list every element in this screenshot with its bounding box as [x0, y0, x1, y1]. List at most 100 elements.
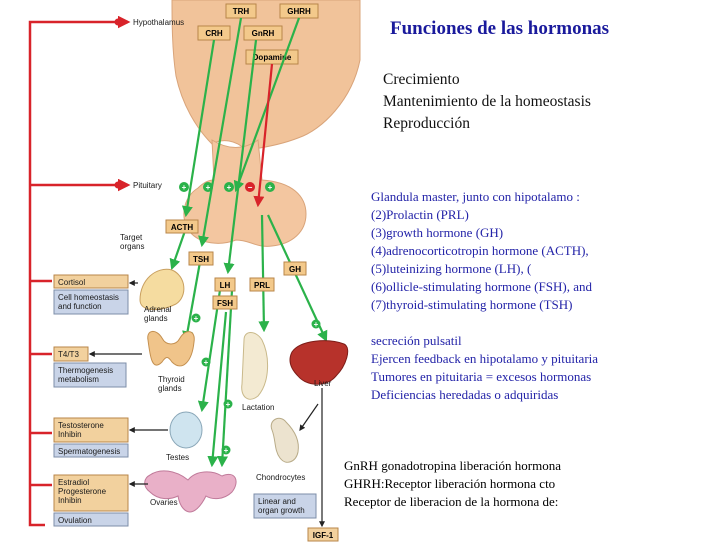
sign-plus-thyroid: +: [201, 357, 211, 367]
pituitary-note: (3)growth hormone (GH): [371, 225, 504, 240]
sign-plus-liver: +: [311, 319, 321, 329]
regulation-note: Tumores en pituitaria = excesos hormonas: [371, 369, 592, 384]
abbreviation-line: GHRH:Receptor liberación hormona cto: [344, 476, 556, 491]
svg-text:+: +: [314, 320, 319, 329]
function-item: Mantenimiento de la homeostasis: [383, 93, 591, 110]
product-box-igf1: IGF-1: [307, 527, 339, 542]
hormone-box-prl: PRL: [249, 277, 275, 292]
sign-plus-1: +: [179, 182, 189, 192]
product-box-t4t3: T4/T3: [53, 346, 89, 362]
effect-box-ovaries: Ovulation: [53, 512, 129, 527]
hormone-box-fsh: FSH: [212, 295, 238, 310]
svg-text:+: +: [227, 183, 232, 192]
product-label-t4t3: T4/T3: [58, 350, 79, 359]
hormone-box-ghrh: GHRH: [279, 3, 319, 19]
svg-text:+: +: [194, 314, 199, 323]
arrow-crh-acth: [181, 39, 216, 218]
abbreviation-line: GnRH gonadotropina liberación hormona: [344, 458, 561, 473]
pituitary-note: (2)Prolactin (PRL): [371, 207, 469, 222]
ovaries-shape: [144, 470, 237, 513]
inhibit-dot-pituitary: [114, 181, 122, 189]
hormone-box-trh: TRH: [225, 3, 257, 19]
pituitary-label: Pituitary: [133, 181, 162, 190]
pituitary-note: Glandula master, junto con hipotalamo :: [371, 189, 580, 204]
sign-plus-ovaries: +: [221, 445, 231, 455]
hypothalamus-label: Hypothalamus: [133, 18, 184, 27]
pituitary-note: (6)ollicle-stimulating hormone (FSH), an…: [371, 279, 592, 294]
arrow-lh-ovaries: [217, 289, 234, 468]
product-label-cortisol: Cortisol: [58, 278, 85, 287]
breast-shape: [241, 332, 268, 400]
testes-shape: [169, 411, 203, 449]
sign-plus-3: +: [224, 182, 234, 192]
functions-list: Crecimiento Mantenimiento de la homeosta…: [383, 69, 591, 135]
liver-shape: [289, 340, 349, 385]
organ-label-liver: Liver: [314, 379, 332, 388]
hormone-box-acth: ACTH: [165, 219, 199, 234]
hormone-box-gnrh: GnRH: [243, 25, 283, 41]
hormone-label-lh: LH: [220, 281, 231, 290]
hormone-box-tsh: TSH: [188, 251, 214, 266]
arrow-dopamine-prl: [253, 63, 274, 208]
hormone-label-prl: PRL: [254, 281, 270, 290]
hormone-label-gnrh: GnRH: [252, 29, 275, 38]
pituitary-notes: Glandula master, junto con hipotalamo : …: [371, 188, 598, 404]
effect-label-testes: Spermatogenesis: [58, 447, 120, 456]
arrow-tsh-thyroid: [182, 261, 202, 343]
pituitary-note: (7)thyroid-stimulating hormone (TSH): [371, 297, 573, 312]
chondrocyte-bone-shape: [270, 417, 299, 463]
hormone-box-gh: GH: [283, 261, 307, 276]
hormone-label-crh: CRH: [205, 29, 223, 38]
hormone-label-acth: ACTH: [171, 223, 193, 232]
function-item: Crecimiento: [383, 71, 460, 88]
regulation-note: Ejercen feedback en hipotalamo y pituita…: [371, 351, 599, 366]
product-label-igf1: IGF-1: [313, 531, 334, 540]
organ-label-ovaries: Ovaries: [150, 498, 178, 507]
abbreviations: GnRH gonadotropina liberación hormona GH…: [344, 457, 561, 511]
feedback-loop-line: [28, 15, 131, 527]
hormone-label-gh: GH: [289, 265, 301, 274]
arrow-acth-adrenal: [169, 227, 188, 271]
hormone-label-ghrh: GHRH: [287, 7, 311, 16]
pituitary-note: (5)luteinizing hormone (LH), (: [371, 261, 532, 276]
hormone-label-tsh: TSH: [193, 255, 209, 264]
inhibit-dot-hypothalamus: [114, 18, 122, 26]
arrow-gh-liver: [267, 214, 328, 342]
svg-text:+: +: [226, 400, 231, 409]
arrow-igf1-chondrocytes: [299, 403, 319, 431]
svg-text:+: +: [268, 183, 273, 192]
svg-text:+: +: [224, 446, 229, 455]
hormone-label-trh: TRH: [233, 7, 250, 16]
svg-text:+: +: [206, 183, 211, 192]
regulation-note: Deficiencias heredadas o adquiridas: [371, 387, 559, 402]
sign-plus-2: +: [203, 182, 213, 192]
pituitary-tissue: [183, 139, 307, 247]
arrow-trh-tsh: [198, 17, 243, 248]
abbreviation-line: Receptor de liberacion de la hormona de:: [344, 494, 559, 509]
svg-text:+: +: [182, 183, 187, 192]
adrenal-gland-shape: [139, 268, 185, 310]
thyroid-gland-shape: [147, 331, 195, 367]
function-item: Reproducción: [383, 115, 470, 132]
arrow-gnrh-lh: [223, 39, 258, 275]
effect-box-testes: Spermatogenesis: [53, 443, 129, 458]
arrow-fsh-ovaries: [207, 311, 228, 468]
effect-label-ovaries: Ovulation: [58, 516, 92, 525]
hormone-box-crh: CRH: [197, 25, 231, 41]
sign-plus-4: +: [265, 182, 275, 192]
organ-label-chondrocytes: Chondrocytes: [256, 473, 305, 482]
svg-text:−: −: [248, 183, 253, 192]
